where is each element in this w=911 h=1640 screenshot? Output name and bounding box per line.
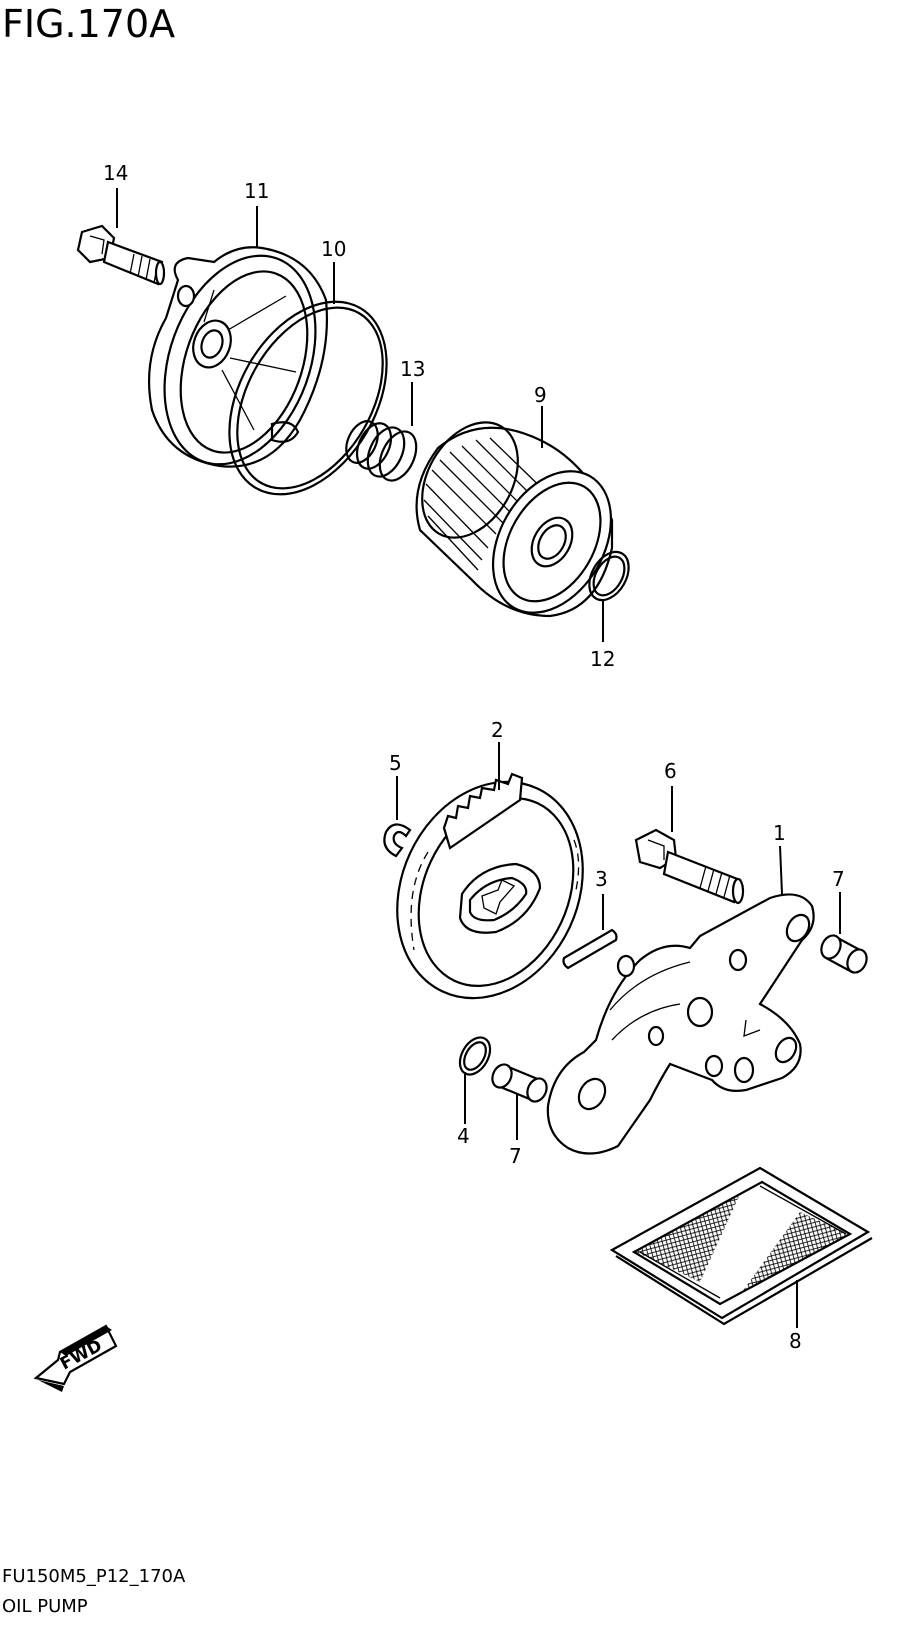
part-2-gear: [396, 772, 584, 1000]
callout-8: 8: [789, 1329, 802, 1353]
leader-1: [779, 845, 783, 895]
callout-9: 9: [534, 383, 547, 407]
part-6-bolt: [634, 828, 745, 905]
fwd-arrow-icon: FWD: [33, 1324, 118, 1392]
callout-12: 12: [590, 647, 615, 671]
callout-1: 1: [773, 821, 786, 845]
part-14-bolt: [76, 224, 166, 286]
part-13-spring: [345, 420, 418, 482]
part-3-pin: [562, 928, 618, 970]
part-7-dowel-left: [491, 1063, 548, 1103]
callout-5: 5: [389, 751, 402, 775]
figure-title: FIG.170A: [2, 2, 176, 46]
part-4-o-ring: [458, 1036, 492, 1076]
callout-7-left: 7: [509, 1144, 522, 1168]
part-5-e-clip: [383, 823, 412, 858]
callout-10: 10: [321, 237, 346, 261]
part-1-oil-pump-body: [546, 893, 815, 1155]
section-name: OIL PUMP: [2, 1596, 88, 1617]
part-7-dowel-right: [820, 934, 868, 974]
callout-7-right: 7: [832, 867, 845, 891]
callout-2: 2: [491, 718, 504, 742]
callout-3: 3: [595, 867, 608, 891]
callout-11: 11: [244, 179, 269, 203]
model-code: FU150M5_P12_170A: [2, 1566, 186, 1587]
callout-6: 6: [664, 759, 677, 783]
part-11-filter-cover: [147, 246, 329, 468]
callout-13: 13: [400, 357, 425, 381]
part-12-o-ring: [588, 550, 630, 602]
part-10-o-ring: [228, 300, 388, 496]
part-8-oil-strainer: [609, 1166, 873, 1326]
callout-14: 14: [103, 161, 128, 185]
callout-4: 4: [457, 1124, 470, 1148]
part-9-oil-filter: [415, 421, 614, 618]
